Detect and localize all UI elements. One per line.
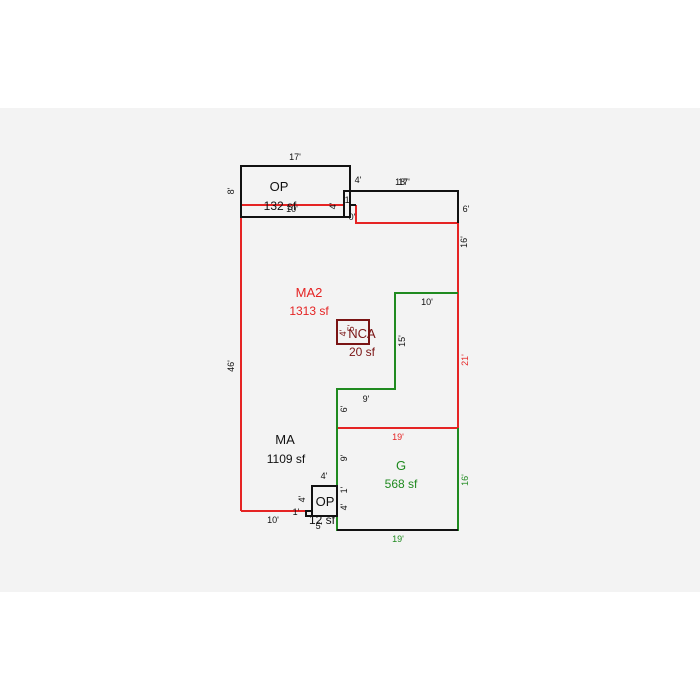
- dim-garage-top: 10': [421, 297, 433, 307]
- op-bottom-name: OP: [316, 494, 335, 509]
- ma2-outline: [240, 204, 459, 512]
- dim-op-top-height: 8': [226, 187, 236, 194]
- dim-nca-small-b: 5': [346, 324, 356, 331]
- sketch-canvas: OP 132 sf MA2 1313 sf NCA 20 sf MA 1109 …: [0, 108, 700, 592]
- ma-size: 1109 sf: [267, 452, 306, 466]
- dim-notch-zero: 0': [349, 212, 356, 222]
- ma2-name: MA2: [296, 285, 323, 300]
- dim-op-bottom-top: 4': [321, 471, 328, 481]
- dim-ma-bottom-small: 1': [293, 507, 300, 517]
- dim-notch-small-b: 4': [328, 202, 338, 209]
- ma-name: MA: [275, 432, 295, 447]
- op-bottom-outline: [305, 485, 338, 517]
- dim-garage-step-v: 15': [397, 335, 407, 347]
- dim-notch-small-a: 1': [345, 195, 352, 205]
- dim-garage-bottom: 19': [392, 534, 404, 544]
- op-top-name: OP: [270, 179, 289, 194]
- dim-op-bottom-left: 4': [297, 495, 307, 502]
- dim-nca-small-a: 4': [338, 329, 348, 336]
- dim-notch-top-b: 18': [395, 177, 407, 187]
- dim-ma2-right: 16': [459, 236, 469, 248]
- dim-op-top-inner: 10': [286, 204, 298, 214]
- dim-ma2-right-lower: 21': [460, 354, 470, 366]
- op-top-outline: [240, 165, 459, 223]
- dim-op-top-width: 17': [289, 152, 301, 162]
- dim-op-bottom-right-b: 4': [339, 503, 349, 510]
- op-top-size: 132 sf: [264, 199, 297, 213]
- dim-ma-garage-shared: 19': [392, 432, 404, 442]
- dim-garage-step-v2: 6': [339, 405, 349, 412]
- op-bottom-size: 12 sf: [309, 513, 336, 527]
- nca-size: 20 sf: [349, 345, 376, 359]
- dim-op-bottom-small: 5': [316, 521, 323, 531]
- dim-notch-top-a: 4': [355, 175, 362, 185]
- dim-notch-top-c: 17': [398, 177, 410, 187]
- dim-op-bottom-right-a: 1': [339, 486, 349, 493]
- floor-plan-sketch: OP 132 sf MA2 1313 sf NCA 20 sf MA 1109 …: [226, 152, 470, 544]
- dim-ma-left: 46': [226, 360, 236, 372]
- ma2-size: 1313 sf: [289, 304, 329, 318]
- garage-size: 568 sf: [385, 477, 418, 491]
- nca-name: NCA: [348, 326, 376, 341]
- dim-ma-bottom: 10': [267, 515, 279, 525]
- nca-outline: [336, 319, 370, 345]
- dim-notch-right: 6': [463, 204, 470, 214]
- dim-garage-right: 16': [460, 474, 470, 486]
- garage-name: G: [396, 458, 406, 473]
- dim-garage-left-a: 9': [339, 454, 349, 461]
- dim-garage-step-h: 9': [363, 394, 370, 404]
